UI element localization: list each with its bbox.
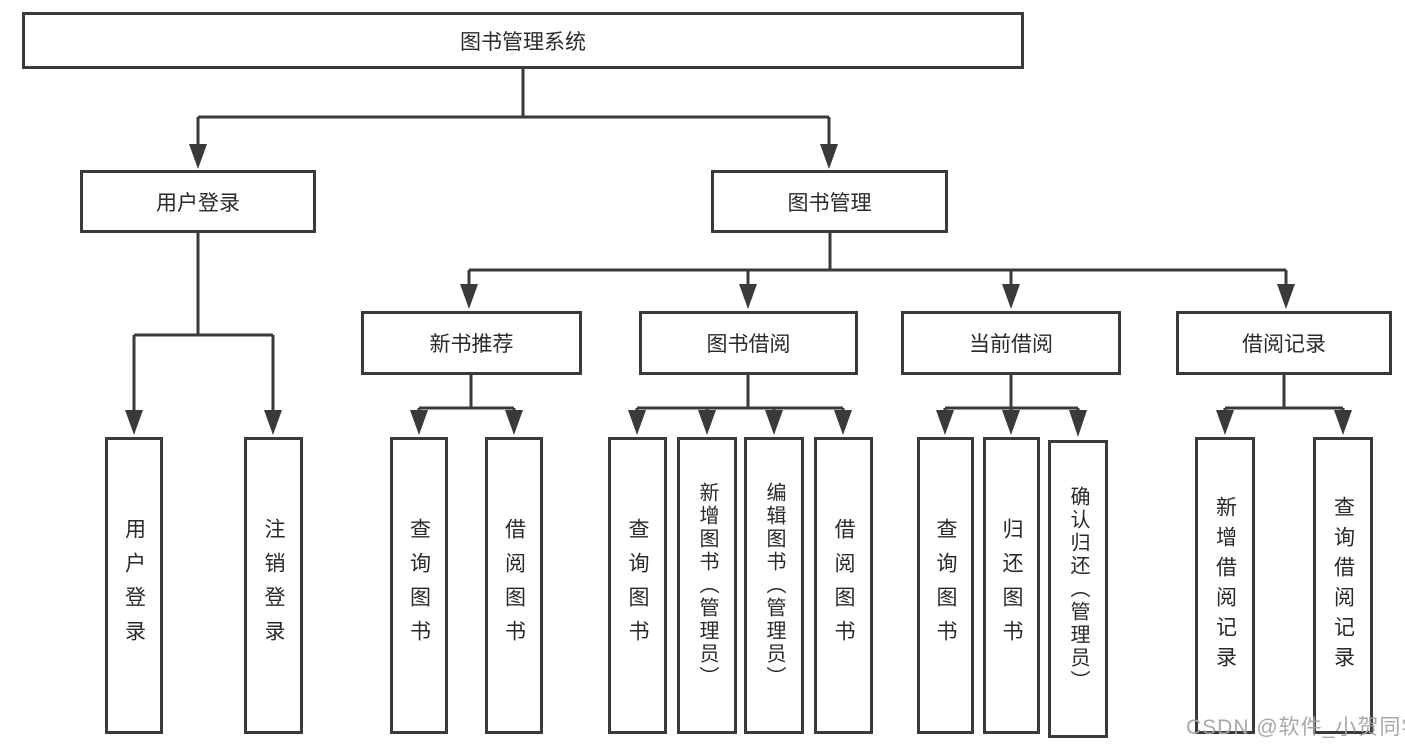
node-borrow-records: 借阅记录 <box>1176 311 1392 375</box>
leaf-current-query-books: 查询图书 <box>917 437 974 734</box>
leaf-logout: 注销登录 <box>244 437 303 734</box>
node-new-book-recommend: 新书推荐 <box>361 311 582 375</box>
node-user-login: 用户登录 <box>80 170 316 233</box>
leaf-records-query: 查询借阅记录 <box>1313 437 1373 734</box>
leaf-borrow-add-books-admin: 新增图书（管理员） <box>677 437 737 734</box>
watermark: CSDN @软件_小贺同学 <box>1186 716 1405 739</box>
leaf-new-borrow-books: 借阅图书 <box>485 437 543 734</box>
leaf-borrow-query-books: 查询图书 <box>608 437 667 734</box>
leaf-new-query-books: 查询图书 <box>390 437 448 734</box>
leaf-borrow-edit-books-admin: 编辑图书（管理员） <box>744 437 804 734</box>
leaf-borrow-borrow-books: 借阅图书 <box>814 437 873 734</box>
node-current-borrowing: 当前借阅 <box>901 311 1121 375</box>
leaf-records-add: 新增借阅记录 <box>1195 437 1255 734</box>
node-book-borrowing: 图书借阅 <box>639 311 858 375</box>
leaf-current-confirm-return-admin: 确认归还（管理员） <box>1048 440 1108 738</box>
node-book-management: 图书管理 <box>711 170 948 233</box>
leaf-user-login: 用户登录 <box>105 437 163 734</box>
leaf-current-return-books: 归还图书 <box>983 437 1040 734</box>
node-root-system: 图书管理系统 <box>22 12 1024 69</box>
